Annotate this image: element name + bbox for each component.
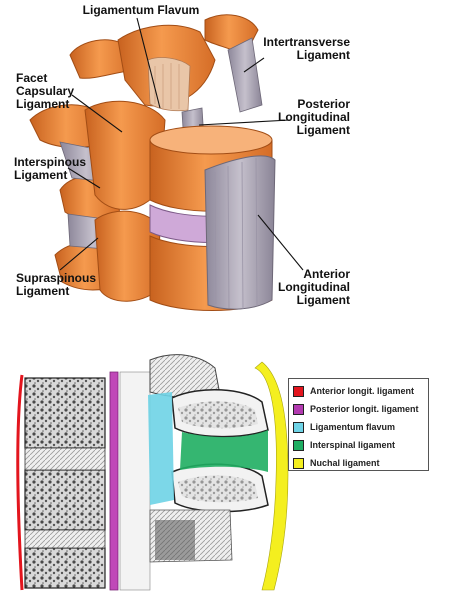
label-facet-capsulary-ligament: Facet Capsulary Ligament [16, 71, 75, 111]
legend-swatch-red [293, 385, 304, 397]
label-anterior-longitudinal-ligament: Anterior Longitudinal Ligament [278, 267, 350, 307]
legend-item-interspinal: Interspinal ligament [293, 436, 424, 454]
top-spine-illustration [29, 14, 304, 311]
legend-swatch-cyan [293, 421, 304, 433]
label-intertransverse-ligament: Intertransverse Ligament [263, 35, 350, 62]
legend-label: Anterior longit. ligament [310, 386, 415, 396]
ligament-color-legend: Anterior longit. ligament Posterior long… [288, 378, 429, 471]
legend-item-anterior-longit: Anterior longit. ligament [293, 382, 424, 400]
label-interspinous-ligament: Interspinous Ligament [14, 155, 87, 182]
legend-item-nuchal: Nuchal ligament [293, 454, 424, 472]
legend-label: Interspinal ligament [310, 440, 396, 450]
legend-item-posterior-longit: Posterior longit. ligament [293, 400, 424, 418]
label-ligamentum-flavum: Ligamentum Flavum [82, 3, 200, 17]
legend-label: Nuchal ligament [310, 458, 380, 468]
legend-swatch-purple [293, 403, 304, 415]
legend-label: Ligamentum flavum [310, 422, 396, 432]
legend-item-ligamentum-flavum: Ligamentum flavum [293, 418, 424, 436]
legend-swatch-yellow [293, 457, 304, 469]
legend-label: Posterior longit. ligament [310, 404, 419, 414]
leader-lines [59, 17, 304, 271]
label-supraspinous-ligament: Supraspinous Ligament [16, 271, 97, 298]
bottom-spine-section [16, 354, 289, 591]
label-posterior-longitudinal-ligament: Posterior Longitudinal Ligament [278, 97, 350, 137]
legend-swatch-green [293, 439, 304, 451]
